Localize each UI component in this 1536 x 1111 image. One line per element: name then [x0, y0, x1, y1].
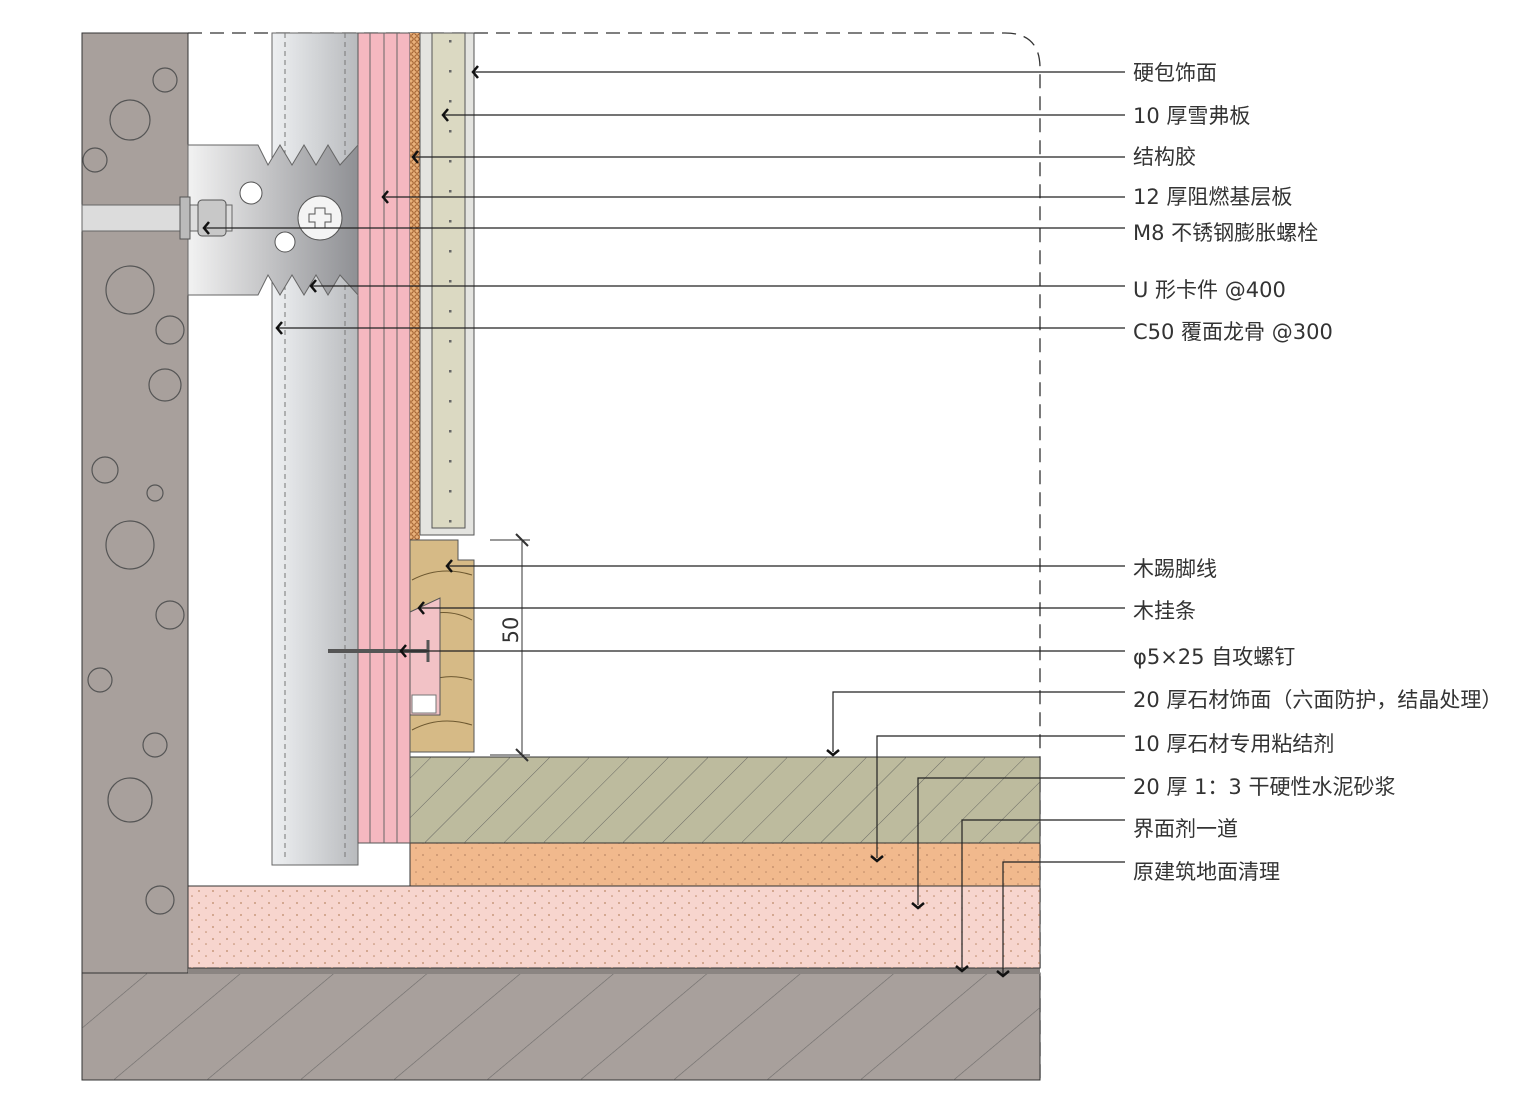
label-structural-glue: 结构胶 — [1133, 145, 1196, 169]
wall-aggregate — [82, 67, 185, 915]
callout-labels: 硬包饰面 10 厚雪弗板 结构胶 12 厚阻燃基层板 M8 不锈钢膨胀螺栓 U … — [1133, 61, 1502, 884]
drawing-boundary — [188, 32, 1041, 1080]
concrete-wall — [81, 32, 189, 974]
label-base-board: 12 厚阻燃基层板 — [1133, 185, 1292, 209]
label-screw: φ5×25 自攻螺钉 — [1133, 645, 1295, 669]
expansion-bolt — [81, 196, 233, 240]
wood-hanging-strip — [409, 597, 441, 716]
label-wood-skirting: 木踢脚线 — [1133, 557, 1217, 581]
label-stone-adhesive: 10 厚石材专用粘结剂 — [1133, 732, 1334, 756]
u-clip-bracket — [187, 143, 359, 297]
label-upholstered-finish: 硬包饰面 — [1133, 61, 1217, 85]
label-u-clip: U 形卡件 @400 — [1133, 278, 1286, 302]
label-original-floor: 原建筑地面清理 — [1133, 860, 1280, 884]
label-pvc-foam-board: 10 厚雪弗板 — [1133, 104, 1250, 128]
screw-head — [297, 195, 343, 241]
label-interface-agent: 界面剂一道 — [1133, 817, 1238, 841]
label-stone-finish: 20 厚石材饰面（六面防护，结晶处理） — [1133, 688, 1502, 712]
label-expansion-bolt: M8 不锈钢膨胀螺栓 — [1133, 221, 1318, 245]
label-dry-mortar: 20 厚 1：3 干硬性水泥砂浆 — [1133, 775, 1395, 799]
leader-lines — [205, 71, 1125, 975]
interface-agent-layer — [188, 968, 1040, 974]
leader-arrows — [202, 65, 1010, 978]
label-wood-strip: 木挂条 — [1133, 599, 1196, 623]
dimension-50 — [490, 533, 530, 762]
label-c50-stud: C50 覆面龙骨 @300 — [1133, 320, 1333, 344]
dimension-label: 50 — [499, 617, 523, 644]
